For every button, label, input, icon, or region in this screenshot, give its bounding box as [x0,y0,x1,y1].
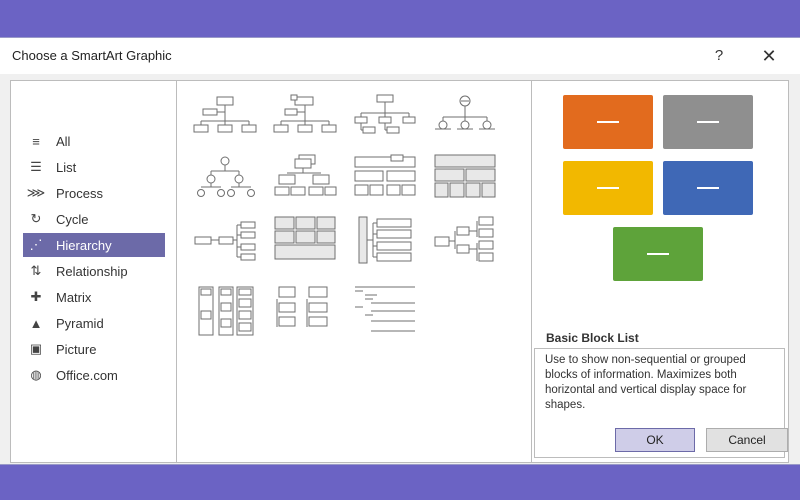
preview-shape-orange [563,95,653,149]
category-item-picture[interactable]: ▣ Picture [23,337,165,361]
category-item-matrix[interactable]: ✚ Matrix [23,285,165,309]
category-label: Process [56,185,103,201]
layout-vertical-org-chart-thumbnail[interactable] [353,215,417,269]
category-item-list[interactable]: ☰ List [23,155,165,179]
title-bar: Choose a SmartArt Graphic ? ✕ [0,38,800,74]
preview-pane: Basic Block List Use to show non-sequent… [531,80,789,463]
smartart-dialog: Choose a SmartArt Graphic ? ✕ ≡ All ☰ Li… [0,37,800,465]
category-item-process[interactable]: ⋙ Process [23,181,165,205]
globe-icon: ◍ [30,367,42,382]
category-label: Matrix [56,289,92,305]
category-item-hierarchy[interactable]: ⋰ Hierarchy [23,233,165,257]
preview-shape-yellow [563,161,653,215]
hierarchy-icon: ⋰ [29,237,43,252]
preview-shape-green [613,227,703,281]
category-label: Picture [56,341,97,357]
ok-button[interactable]: OK [615,428,695,452]
layout-circle-picture-hierarchy-thumbnail[interactable] [433,91,497,145]
category-label: All [56,133,71,149]
process-icon: ⋙ [26,185,46,200]
matrix-icon: ✚ [30,289,42,304]
category-label: Pyramid [56,315,104,331]
close-button[interactable]: ✕ [761,46,777,66]
preview-shape-blue [663,161,753,215]
layout-gallery [176,80,532,463]
layout-lined-list-hierarchy-thumbnail[interactable] [273,285,337,339]
category-item-pyramid[interactable]: ▲ Pyramid [23,311,165,335]
category-list: ≡ All ☰ List ⋙ Process ↻ Cycle ⋰ Hierarc… [10,80,177,463]
layout-labeled-hierarchy-thumbnail[interactable] [273,153,337,207]
layout-name-title-org-chart-thumbnail[interactable] [273,91,337,145]
layout-description: Use to show non-sequential or grouped bl… [545,354,747,411]
pyramid-icon: ▲ [29,315,43,331]
relationship-icon: ⇅ [30,263,42,278]
layout-name: Basic Block List [546,331,639,345]
category-label: Hierarchy [56,237,112,253]
layout-hierarchy-thumbnail[interactable] [193,153,257,207]
layout-organization-chart-thumbnail[interactable] [193,91,257,145]
picture-icon: ▣ [29,341,43,356]
layout-basic-block-list-thumbnail[interactable] [273,215,337,269]
help-button[interactable]: ? [714,47,724,64]
category-label: Cycle [56,211,89,227]
layout-horizontal-org-chart-thumbnail[interactable] [193,215,257,269]
category-label: Office.com [56,367,118,383]
dialog-title: Choose a SmartArt Graphic [12,48,172,63]
list-icon: ☰ [30,159,42,174]
category-label: List [56,159,77,175]
layout-horizontal-hierarchy-thumbnail[interactable] [433,215,497,269]
category-item-cycle[interactable]: ↻ Cycle [23,207,165,231]
category-item-relationship[interactable]: ⇅ Relationship [23,259,165,283]
category-item-all[interactable]: ≡ All [23,129,165,153]
layout-table-hierarchy-thumbnail[interactable] [353,153,417,207]
layout-hierarchy-list-thumbnail[interactable] [193,285,257,339]
all-icon: ≡ [32,133,40,149]
cycle-icon: ↻ [30,211,42,226]
layout-half-circle-org-chart-thumbnail[interactable] [353,91,417,145]
category-label: Relationship [56,263,128,279]
cancel-button[interactable]: Cancel [706,428,788,452]
layout-architecture-thumbnail[interactable] [433,153,497,207]
category-item-office-com[interactable]: ◍ Office.com [23,363,165,387]
layout-lined-list-thumbnail[interactable] [353,285,417,339]
preview-shape-gray [663,95,753,149]
